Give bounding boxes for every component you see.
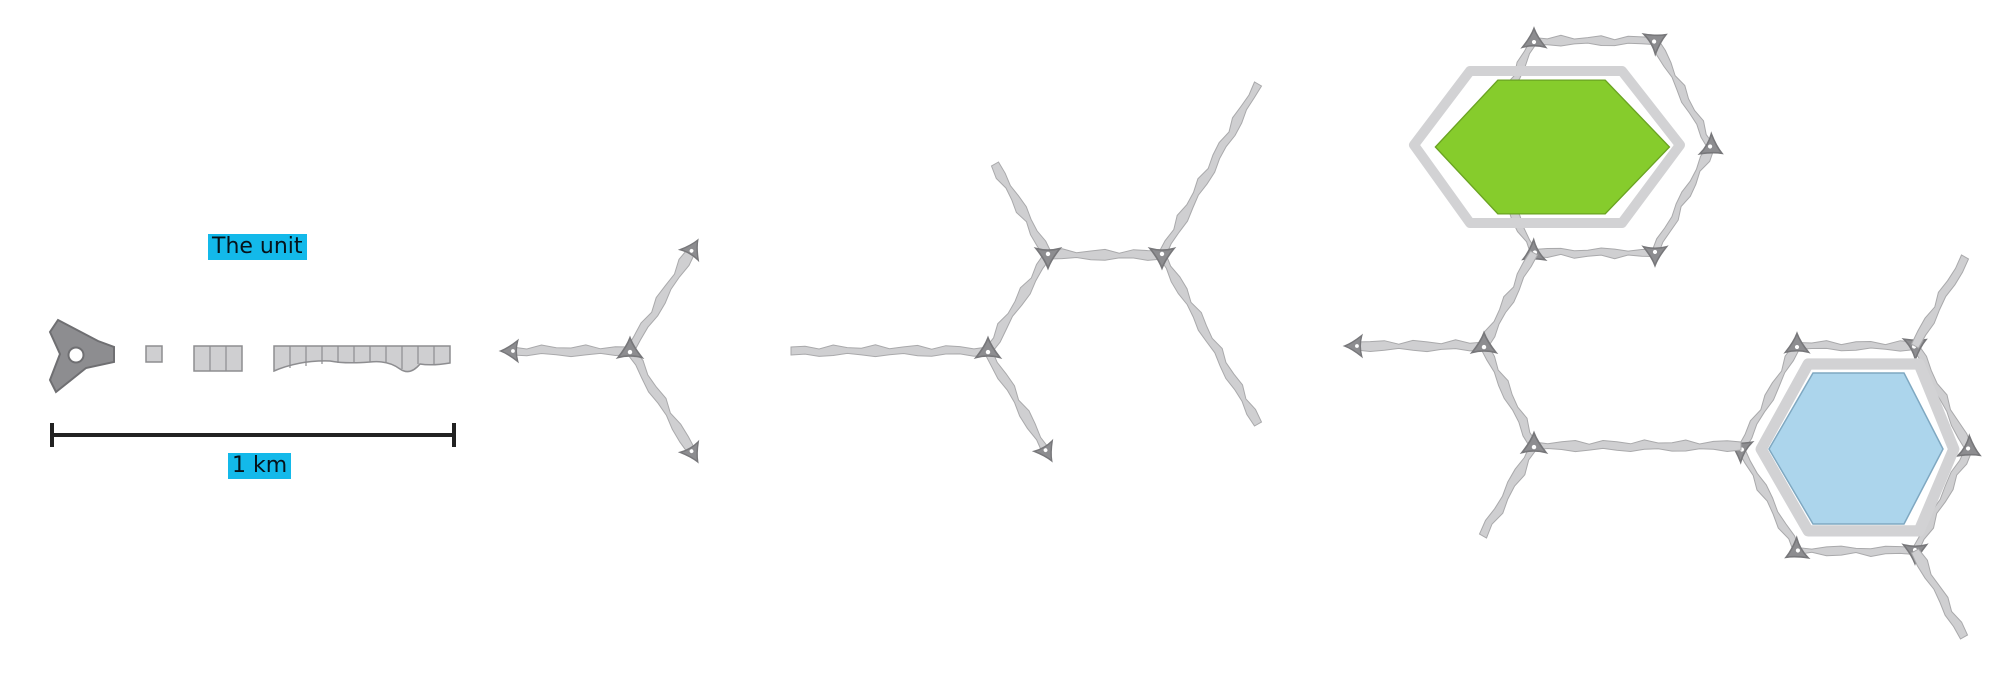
stage2-end-ne <box>677 238 700 263</box>
stage4-lower-node <box>1519 430 1549 455</box>
stage4-link-to-park <box>1479 250 1539 349</box>
stage3-northwest-branch <box>990 161 1053 258</box>
connector-block-icon <box>145 345 163 363</box>
park-ring-node <box>1641 33 1668 57</box>
stage3-node-b <box>1033 246 1063 271</box>
stage2-arm-southeast <box>625 348 697 455</box>
scale-bar <box>50 423 456 447</box>
stage4-end-west <box>1342 333 1363 359</box>
stage4-lower-road <box>1533 439 1742 453</box>
park-ring-node <box>1697 131 1724 155</box>
water-ring-road <box>1796 545 1916 558</box>
water-ring-road <box>1796 340 1916 352</box>
stage2-end-west <box>498 338 519 364</box>
blue-water-hexagon <box>1768 372 1944 525</box>
stage3-west-road <box>790 344 989 358</box>
stage2-end-se <box>677 439 700 464</box>
stage3-node-a <box>973 335 1003 360</box>
path-segment-icon <box>273 345 451 373</box>
scale-label: 1 km <box>228 453 292 479</box>
stage3-horizontal-link <box>1047 248 1163 261</box>
park-ring-road <box>1533 34 1656 47</box>
park-ring-road <box>1651 144 1715 256</box>
stage2-arm-west <box>511 344 631 358</box>
stage4-northeast-road <box>1910 254 1970 349</box>
water-ring-node <box>1955 433 1982 457</box>
green-park-hexagon <box>1434 79 1671 215</box>
stage4-link-down <box>1479 343 1539 449</box>
stage3-link-up <box>983 252 1053 354</box>
stage2-arm-northeast <box>625 247 697 354</box>
water-ring-node <box>1783 331 1811 354</box>
park-ring-node <box>1520 26 1548 49</box>
stage4-southeast-road <box>1910 548 1969 640</box>
stage3-southeast-road <box>1157 252 1263 427</box>
water-ring-node <box>1784 535 1811 559</box>
water-block <box>1755 358 1960 537</box>
stage2-center-node <box>615 335 645 360</box>
stage3-end-south <box>1031 438 1054 463</box>
stage4-west-road <box>1355 339 1485 353</box>
stage3-northeast-road <box>1157 81 1263 258</box>
unit-parts <box>48 318 451 394</box>
park-ring-road <box>1651 38 1715 150</box>
stage4-southwest-road <box>1478 443 1539 539</box>
unit-label: The unit <box>208 234 307 260</box>
stage3-node-c <box>1147 246 1177 271</box>
junction-hole <box>67 346 85 364</box>
stage3-south-branch <box>983 348 1051 454</box>
park-ring-road <box>1533 247 1656 260</box>
short-segment-icon <box>193 345 243 372</box>
stage4-west-node <box>1469 330 1499 355</box>
park-block <box>1409 66 1685 228</box>
network <box>498 26 1982 640</box>
park-ring-node <box>1641 245 1669 268</box>
